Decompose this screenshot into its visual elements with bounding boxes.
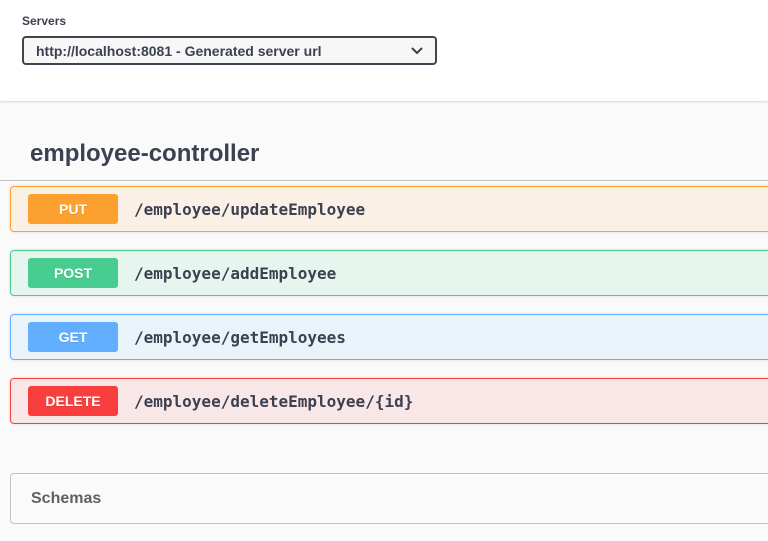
schemas-title: Schemas [31, 489, 102, 507]
method-badge: DELETE [28, 386, 118, 416]
operation-row[interactable]: DELETE /employee/deleteEmployee/{id} [10, 378, 768, 424]
operation-summary: POST /employee/addEmployee [11, 251, 768, 295]
operation-path: /employee/updateEmployee [134, 199, 366, 219]
operation-summary: DELETE /employee/deleteEmployee/{id} [11, 379, 768, 423]
servers-label: Servers [22, 14, 67, 28]
operation-path: /employee/addEmployee [134, 263, 337, 283]
method-badge: PUT [28, 194, 118, 224]
scheme-container: Servers http://localhost:8081 - Generate… [0, 0, 768, 101]
tag-header-employee-controller[interactable]: employee-controller [0, 101, 768, 181]
server-select-value: http://localhost:8081 - Generated server… [36, 42, 322, 59]
api-section: employee-controller PUT /employee/update… [0, 101, 768, 541]
method-badge: POST [28, 258, 118, 288]
operation-row[interactable]: PUT /employee/updateEmployee [10, 186, 768, 232]
operation-summary: PUT /employee/updateEmployee [11, 187, 768, 231]
operation-row[interactable]: GET /employee/getEmployees [10, 314, 768, 360]
operations-list: PUT /employee/updateEmployee POST /emplo… [0, 181, 768, 424]
method-badge: GET [28, 322, 118, 352]
chevron-down-icon [411, 47, 423, 54]
server-select[interactable]: http://localhost:8081 - Generated server… [22, 36, 437, 65]
schemas-header[interactable]: Schemas [10, 473, 768, 524]
tag-title: employee-controller [30, 139, 260, 167]
operation-summary: GET /employee/getEmployees [11, 315, 768, 359]
operation-path: /employee/deleteEmployee/{id} [134, 391, 414, 411]
operation-row[interactable]: POST /employee/addEmployee [10, 250, 768, 296]
operation-path: /employee/getEmployees [134, 327, 346, 347]
